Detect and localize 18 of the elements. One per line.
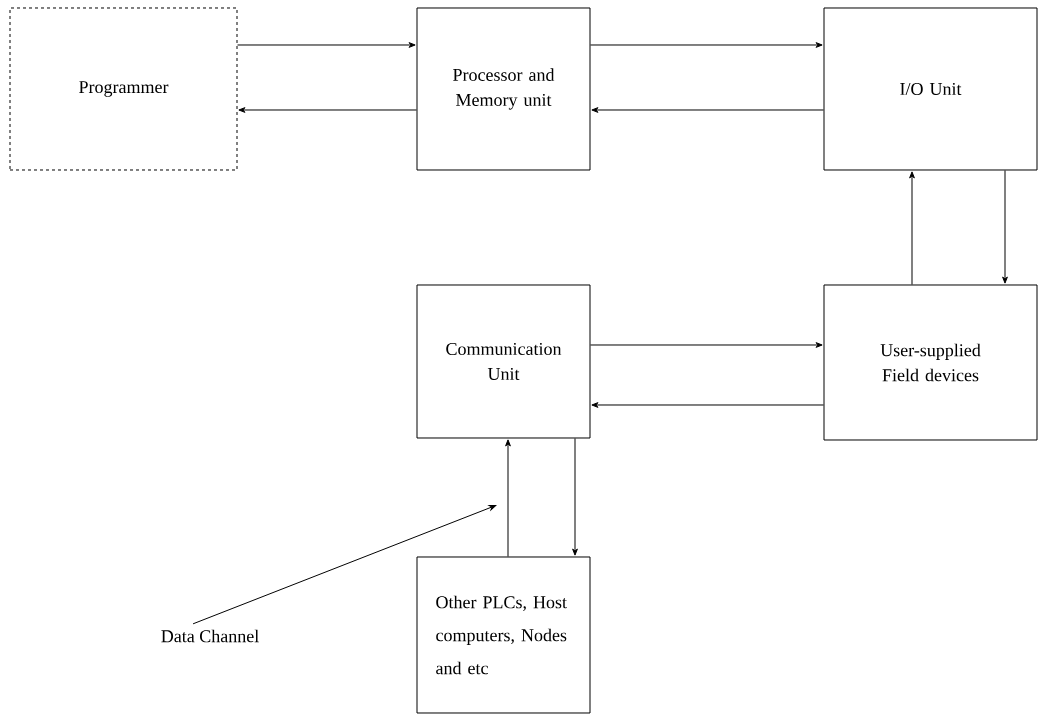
process-box: Programmer: [9, 7, 238, 171]
process-box: User-supplied Field devices: [823, 284, 1038, 441]
arrow: [238, 107, 417, 113]
arrow: [591, 107, 824, 113]
arrow: [590, 342, 823, 348]
process-box: I/O Unit: [823, 7, 1038, 171]
arrow: [909, 171, 915, 285]
leader-line: [192, 505, 497, 625]
process-box: Processor and Memory unit: [416, 7, 591, 171]
process-box: Other PLCs, Host computers, Nodes and etc: [416, 556, 591, 714]
arrow: [1002, 170, 1008, 284]
arrow: [572, 438, 578, 556]
arrow: [237, 42, 416, 48]
arrow: [591, 402, 824, 408]
callout-label: Data Channel: [161, 629, 259, 643]
process-box: Communication Unit: [416, 284, 591, 439]
arrow: [590, 42, 823, 48]
arrow: [505, 439, 511, 557]
